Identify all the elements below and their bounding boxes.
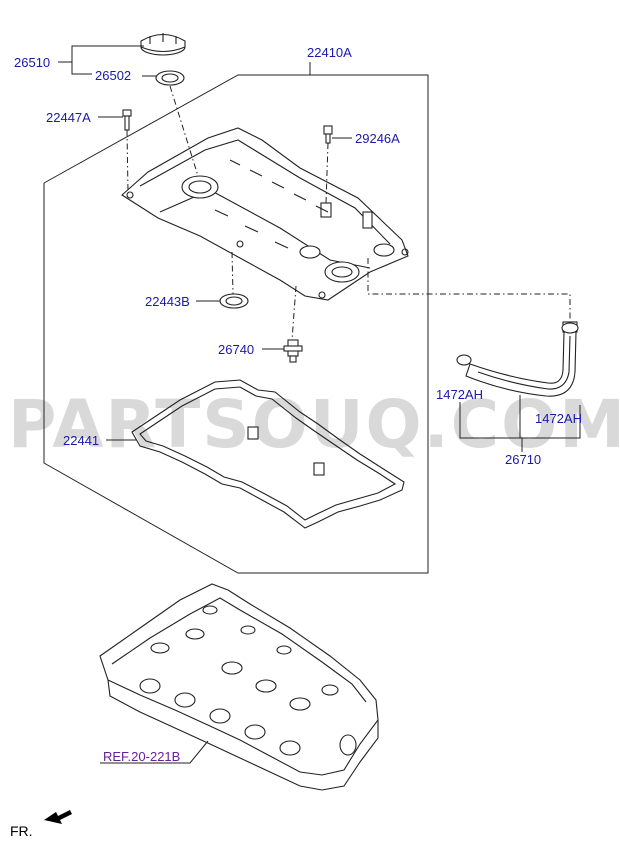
label-22447A: 22447A — [46, 110, 91, 125]
pcv-valve — [283, 339, 303, 363]
front-marker-label: FR. — [10, 823, 33, 839]
cap-seal-ring — [155, 70, 185, 86]
cylinder-head — [99, 583, 379, 791]
cover-gasket — [131, 379, 405, 529]
leader-lines — [58, 45, 581, 764]
label-29246A: 29246A — [355, 131, 400, 146]
plug-seal — [219, 293, 249, 309]
hose-clamp-left — [456, 354, 472, 366]
front-arrow-icon — [44, 810, 72, 824]
reference-label[interactable]: REF.20-221B — [103, 749, 180, 764]
cover-bolt — [122, 109, 132, 131]
label-22443B: 22443B — [145, 294, 190, 309]
label-26510: 26510 — [14, 55, 50, 70]
oil-filler-cap — [140, 33, 186, 56]
installation-dash-lines — [126, 85, 571, 341]
label-26502: 26502 — [95, 68, 131, 83]
label-22410A: 22410A — [307, 45, 352, 60]
assembly-boundary — [43, 74, 429, 574]
label-26740: 26740 — [218, 342, 254, 357]
hose-clamp-right — [561, 322, 579, 334]
label-22441: 22441 — [63, 433, 99, 448]
label-26710: 26710 — [505, 452, 541, 467]
label-1472AH-right: 1472AH — [535, 411, 582, 426]
label-1472AH-left: 1472AH — [436, 387, 483, 402]
valve-cover-body — [121, 127, 409, 301]
watermark-text: PARTSOUQ.COM — [8, 386, 620, 463]
cover-sensor — [323, 125, 333, 144]
